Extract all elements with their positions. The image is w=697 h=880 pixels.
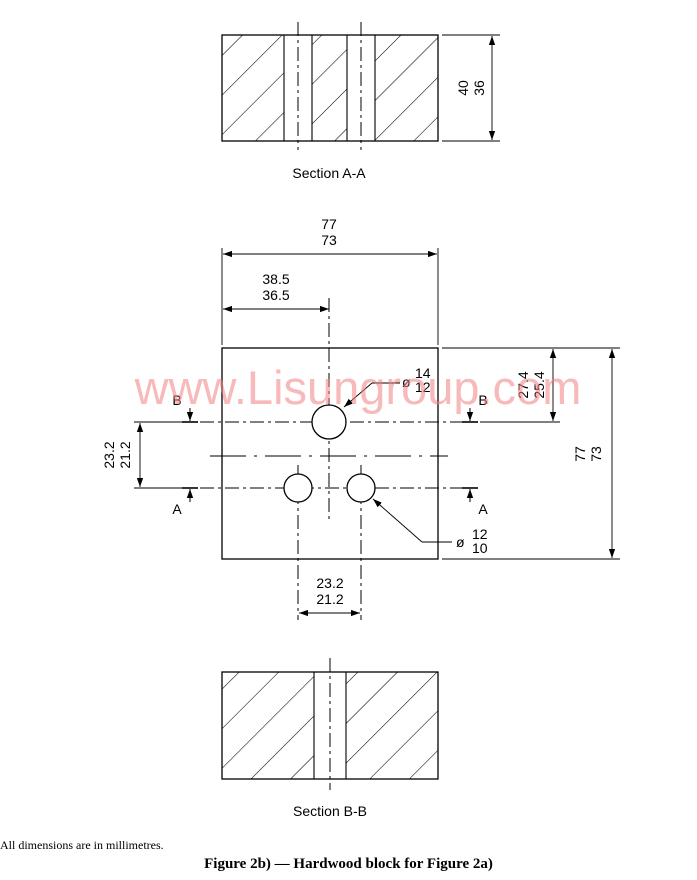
plan-row-spacing-min: 21.2 <box>117 441 133 468</box>
section-aa-height-min: 36 <box>471 80 487 96</box>
plan-section-label-b-right: B <box>478 392 487 408</box>
plan-center-max: 38.5 <box>262 271 289 287</box>
section-aa-view: 40 36 Section A-A <box>221 22 500 181</box>
plan-section-label-b-left: B <box>172 392 181 408</box>
section-bb-view: Section B-B <box>221 658 439 819</box>
plan-block-outline <box>221 347 439 560</box>
plan-center-min: 36.5 <box>262 287 289 303</box>
plan-small-hole-symbol: ø <box>456 534 465 550</box>
section-aa-height-max: 40 <box>455 80 471 96</box>
plan-section-label-a-right: A <box>478 501 488 517</box>
plan-large-hole-min: 12 <box>415 379 431 395</box>
watermark-text: www.Lisungroup.com <box>134 361 582 414</box>
plan-top-hole-offset-max: 27.4 <box>515 371 531 398</box>
plan-height-min: 73 <box>588 446 604 462</box>
plan-small-hole-left <box>283 473 313 503</box>
plan-large-hole-max: 14 <box>415 365 431 381</box>
plan-large-hole <box>311 404 347 440</box>
plan-section-label-a-left: A <box>172 501 182 517</box>
plan-width-max: 77 <box>321 216 337 232</box>
plan-view: 77 73 38.5 36.5 ø 14 12 ø 12 10 B <box>101 216 620 620</box>
plan-small-hole-min: 10 <box>472 540 488 556</box>
plan-row-spacing-max: 23.2 <box>101 441 117 468</box>
section-bb-caption: Section B-B <box>293 803 367 819</box>
units-note: All dimensions are in millimetres. <box>0 838 164 852</box>
section-aa-hatch <box>222 35 438 141</box>
figure-title: Figure 2b) — Hardwood block for Figure 2… <box>204 856 493 872</box>
plan-width-min: 73 <box>321 232 337 248</box>
plan-height-max: 77 <box>572 446 588 462</box>
section-aa-outline <box>221 34 439 142</box>
plan-top-hole-offset-min: 25.4 <box>531 371 547 398</box>
plan-small-hole-right <box>346 473 376 503</box>
plan-hole-spacing-min: 21.2 <box>316 591 343 607</box>
plan-large-hole-symbol: ø <box>402 374 411 390</box>
plan-small-hole-max: 12 <box>472 526 488 542</box>
section-aa-caption: Section A-A <box>292 165 366 181</box>
plan-hole-spacing-max: 23.2 <box>316 575 343 591</box>
